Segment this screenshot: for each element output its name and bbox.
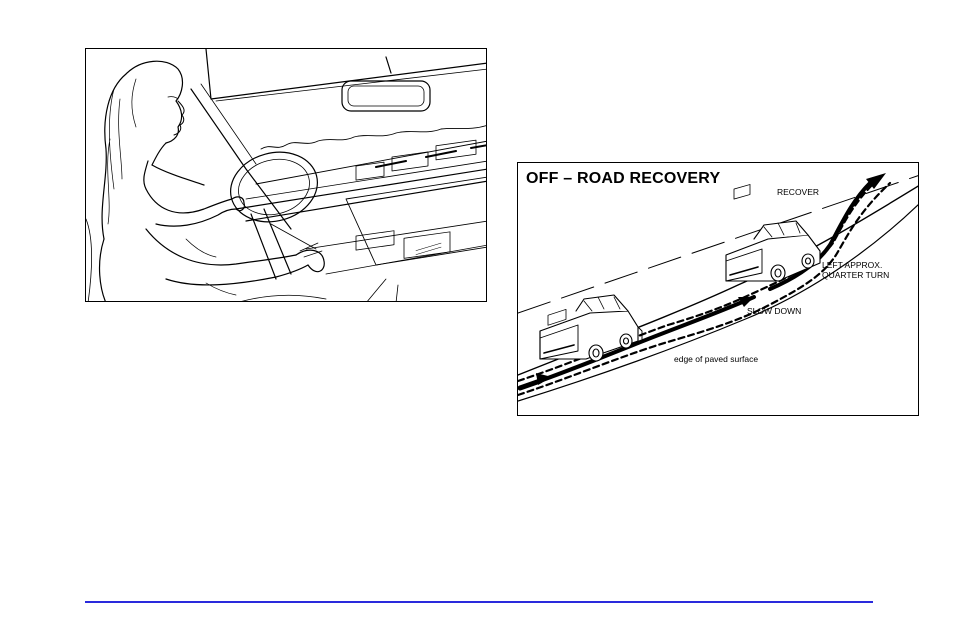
label-edge-of-paved-surface: edge of paved surface	[674, 354, 759, 364]
driver-illustration	[85, 48, 487, 302]
label-recover: RECOVER	[777, 187, 820, 197]
label-left-approx: LEFT APPROX.	[822, 260, 883, 270]
driver-drawing	[86, 49, 486, 301]
recovery-drawing	[518, 173, 918, 402]
label-slow-down: SLOW DOWN	[747, 306, 802, 316]
truck-upper	[725, 184, 821, 282]
footer-rule	[85, 601, 873, 603]
truck-lower	[539, 294, 643, 362]
off-road-recovery-diagram: OFF – ROAD RECOVERY RECOVER LEFT APPROX.…	[517, 162, 919, 416]
label-quarter-turn: QUARTER TURN	[822, 270, 890, 280]
diagram-title: OFF – ROAD RECOVERY	[526, 170, 721, 187]
